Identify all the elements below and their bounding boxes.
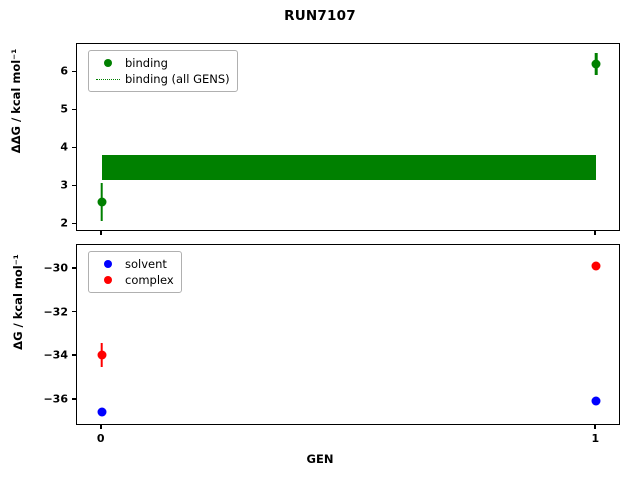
y-tick-label: −30 [43,261,68,275]
complex-data-point [591,261,601,271]
solvent-data-point [97,407,107,417]
y-tick-mark [72,267,76,269]
x-tick-mark [99,231,102,235]
y-tick-mark [72,222,76,225]
legend-label-solvent: solvent [125,257,167,271]
y-tick-label: 4 [60,140,68,154]
y-tick-label: −36 [43,392,68,406]
x-axis-label: GEN [306,452,334,466]
y-tick-label: 2 [60,216,68,230]
x-tick-mark [99,425,102,429]
y-tick-label: 6 [60,64,68,78]
x-tick-label: 0 [96,432,105,445]
legend-item-complex[interactable]: complex [95,272,174,288]
solvent-data-point [591,396,601,406]
x-tick-mark [594,425,597,429]
top-legend: binding binding (all GENS) [88,50,238,92]
legend-item-binding-all-gens[interactable]: binding (all GENS) [95,71,230,87]
binding-marker-icon [95,59,121,67]
legend-label-binding-all-gens: binding (all GENS) [125,72,230,86]
y-tick-mark [72,146,76,149]
y-tick-mark [72,398,76,400]
y-tick-mark [72,310,76,313]
complex-data-point [97,350,107,360]
y-tick-mark [72,184,76,187]
solvent-marker-icon [95,260,121,268]
y-tick-label: 5 [60,102,68,116]
x-tick-label: 1 [591,432,600,445]
bottom-y-axis-label: ΔG / kcal mol⁻¹ [11,254,25,350]
page-title: RUN7107 [284,8,356,24]
y-tick-mark [72,354,76,356]
legend-label-binding: binding [125,56,168,70]
complex-marker-icon [95,276,121,284]
bottom-legend: solvent complex [88,251,182,293]
y-tick-label: −34 [43,348,68,362]
legend-item-binding[interactable]: binding [95,55,230,71]
y-tick-mark [72,70,76,73]
binding-data-point [97,197,107,207]
y-tick-label: −32 [43,305,68,319]
x-tick-mark [594,231,597,235]
top-y-axis-label: ΔΔG / kcal mol⁻¹ [9,48,23,154]
legend-item-solvent[interactable]: solvent [95,256,174,272]
y-tick-label: 3 [60,178,68,192]
legend-label-complex: complex [125,273,174,287]
binding-data-point [591,59,601,69]
binding-all-gens-dotted-line [101,166,597,168]
y-tick-mark [72,108,76,111]
binding-all-gens-line-icon [95,78,121,80]
